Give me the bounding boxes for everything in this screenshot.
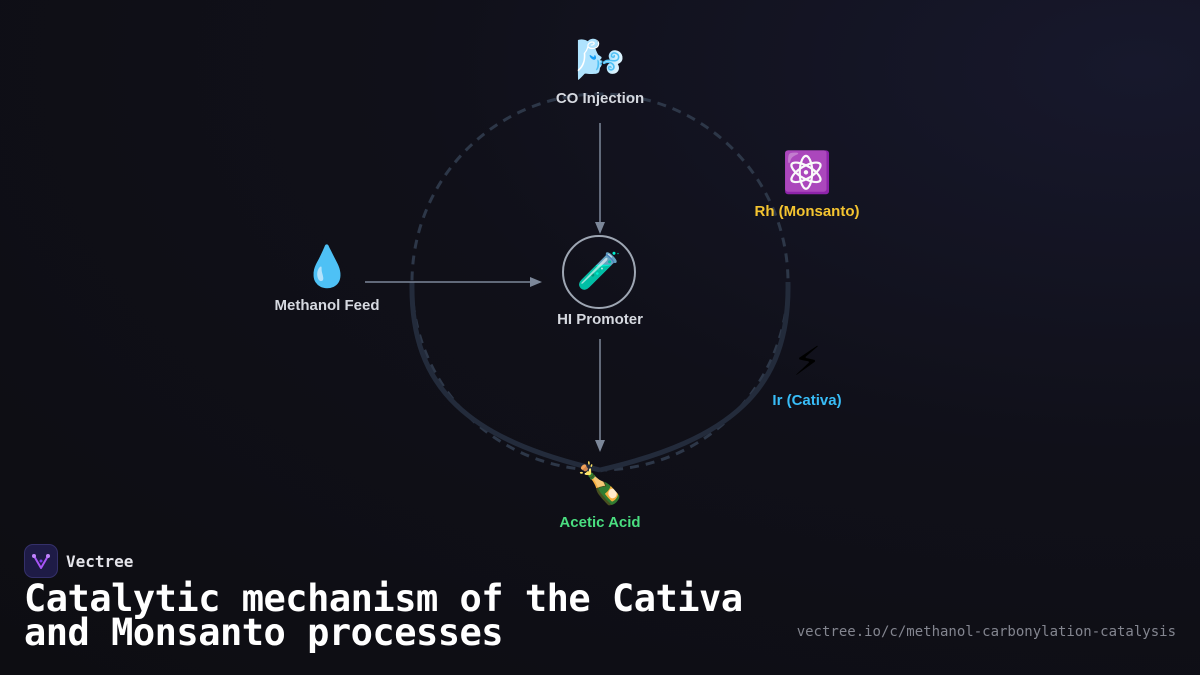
cycle-arc-left <box>409 281 601 473</box>
test-tube-icon: 🧪 <box>576 251 622 292</box>
rh-monsanto-label: Rh (Monsanto) <box>754 203 860 220</box>
vectree-logo-icon <box>24 544 58 578</box>
hi-promoter-label: HI Promoter <box>557 311 643 328</box>
node-rh-monsanto: ⚛️ Rh (Monsanto) <box>755 149 860 220</box>
co-injection-label: CO Injection <box>555 90 645 107</box>
brand-name: Vectree <box>66 551 134 571</box>
node-ir-cativa: ⚡ Ir (Cativa) <box>772 338 841 409</box>
node-methanol-feed: 💧 Methanol Feed <box>274 243 379 314</box>
node-co-injection: 🌬️ CO Injection <box>556 36 644 107</box>
cycle-arc-right <box>599 281 791 473</box>
ir-cativa-label: Ir (Cativa) <box>772 392 842 409</box>
dashing-wind-icon: 🌬️ <box>575 37 625 83</box>
hi-promoter-circle: 🧪 <box>562 235 636 309</box>
droplet-icon: 💧 <box>302 244 352 290</box>
methanol-feed-label: Methanol Feed <box>274 297 380 314</box>
brand: Vectree <box>24 544 133 578</box>
atom-icon: ⚛️ <box>782 150 832 196</box>
source-url: vectree.io/c/methanol-carbonylation-cata… <box>796 624 1176 640</box>
lightning-icon: ⚡ <box>792 339 822 385</box>
acetic-acid-label: Acetic Acid <box>559 514 641 531</box>
node-acetic-acid: 🍾 Acetic Acid <box>559 460 640 531</box>
node-hi-promoter: HI Promoter <box>557 311 643 328</box>
page-title: Catalytic mechanism of the Cativa and Mo… <box>24 577 743 654</box>
champagne-bottle-icon: 🍾 <box>575 461 625 507</box>
